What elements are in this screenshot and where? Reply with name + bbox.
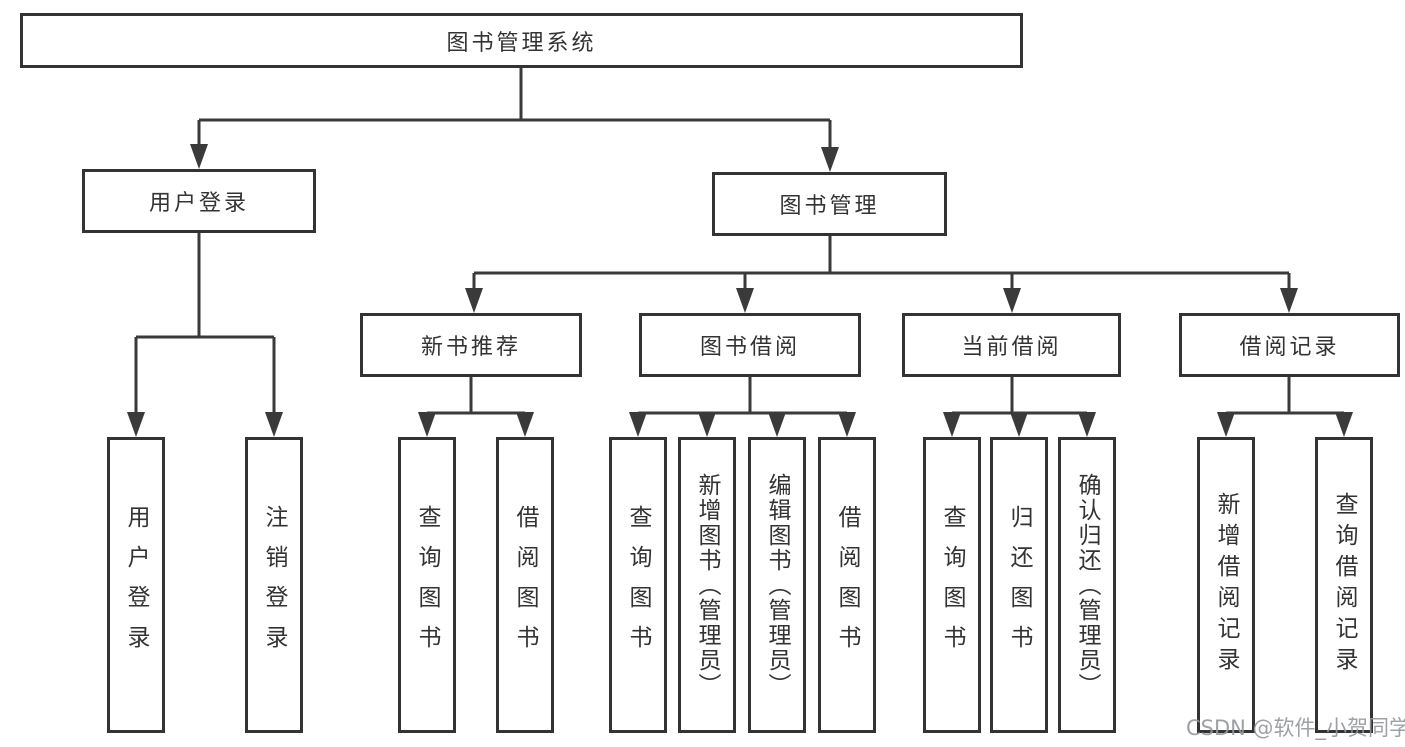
arrowheads [127,144,1353,437]
leaf-return-book: 归还图书 [990,437,1048,733]
leaf-query-book-borrow: 查询图书 [609,437,667,733]
node-current-borrow: 当前借阅 [902,313,1121,377]
node-user-login-label: 用户登录 [148,191,249,216]
node-borrow-records: 借阅记录 [1179,313,1400,377]
leaf-borrow-book: 借阅图书 [818,437,876,733]
leaf-add-borrow-record-label: 新增借阅记录 [1213,492,1239,678]
leaf-edit-book-admin: 编辑图书（管理员） [748,437,806,733]
leaf-query-book-current-label: 查询图书 [939,505,965,665]
watermark: CSDN @软件_小贺同学 [1186,716,1405,740]
node-borrow-records-label: 借阅记录 [1239,335,1340,360]
leaf-confirm-return-admin-label: 确认归还（管理员） [1074,472,1100,698]
leaf-user-login: 用户登录 [107,437,165,733]
leaf-user-login-label: 用户登录 [123,505,149,665]
node-book-management: 图书管理 [712,172,947,236]
leaf-logout-label: 注销登录 [261,505,287,665]
node-book-borrow-label: 图书借阅 [699,335,800,360]
node-current-borrow-label: 当前借阅 [961,335,1062,360]
leaf-query-book-recommend: 查询图书 [398,437,456,733]
node-root-label: 图书管理系统 [446,30,597,56]
node-new-book-recommend: 新书推荐 [360,313,582,377]
leaf-logout: 注销登录 [245,437,303,733]
node-book-borrow: 图书借阅 [639,313,861,377]
node-book-management-label: 图书管理 [779,194,880,219]
leaf-query-borrow-record-label: 查询借阅记录 [1331,492,1357,678]
leaf-query-book-recommend-label: 查询图书 [414,505,440,665]
leaf-borrow-book-recommend: 借阅图书 [496,437,554,733]
node-user-login: 用户登录 [82,169,316,233]
leaf-confirm-return-admin: 确认归还（管理员） [1058,437,1116,733]
node-new-book-recommend-label: 新书推荐 [420,335,521,360]
leaf-query-borrow-record: 查询借阅记录 [1315,437,1373,733]
leaf-borrow-book-recommend-label: 借阅图书 [512,505,538,665]
leaf-add-book-admin: 新增图书（管理员） [678,437,736,733]
leaf-query-book-borrow-label: 查询图书 [625,505,651,665]
leaf-add-book-admin-label: 新增图书（管理员） [694,472,720,698]
node-root: 图书管理系统 [20,13,1023,68]
leaf-return-book-label: 归还图书 [1006,505,1032,665]
leaf-query-book-current: 查询图书 [923,437,981,733]
leaf-borrow-book-label: 借阅图书 [834,505,860,665]
leaf-add-borrow-record: 新增借阅记录 [1197,437,1255,733]
leaf-edit-book-admin-label: 编辑图书（管理员） [764,472,790,698]
